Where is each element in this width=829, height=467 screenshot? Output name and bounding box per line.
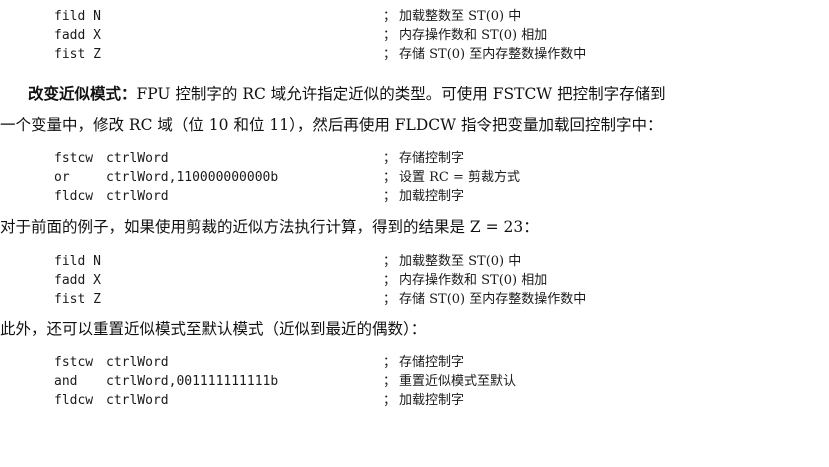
code-line: fldcw ctrlWord ；加载控制字 — [0, 391, 829, 410]
code-operand: ctrlWord — [106, 393, 169, 408]
code-instruction: fild N — [54, 254, 101, 269]
comment-text: 加载控制字 — [399, 393, 465, 408]
code-operand: ctrlWord,110000000000b — [106, 170, 279, 185]
code-comment: ；内存操作数和 ST(0) 相加 — [383, 26, 547, 45]
paragraph-text: FPU 控制字的 RC 域允许指定近似的类型。可使用 FSTCW 把控制字存储到 — [136, 85, 666, 103]
code-comment: ；加载控制字 — [383, 187, 464, 206]
comment-text: 存储 ST(0) 至内存整数操作数中 — [399, 292, 587, 307]
comment-marker: ； — [383, 254, 397, 269]
comment-marker: ； — [383, 47, 397, 62]
code-operand: ctrlWord,001111111111b — [106, 374, 279, 389]
code-comment: ；加载整数至 ST(0) 中 — [383, 252, 521, 271]
code-instruction: fild N — [54, 9, 101, 24]
code-instruction: and ctrlWord,001111111111b — [54, 372, 278, 391]
comment-marker: ； — [383, 9, 397, 24]
comment-marker: ； — [383, 374, 397, 389]
code-comment: ；存储控制字 — [383, 353, 464, 372]
comment-text: 存储控制字 — [399, 355, 465, 370]
code-line: fist Z ；存储 ST(0) 至内存整数操作数中 — [0, 45, 829, 64]
comment-marker: ； — [383, 273, 397, 288]
code-instruction: fist Z — [54, 47, 101, 62]
code-instruction: fldcw ctrlWord — [54, 187, 169, 206]
code-opcode: fldcw — [54, 189, 94, 204]
comment-marker: ； — [383, 393, 397, 408]
comment-text: 加载控制字 — [399, 189, 465, 204]
paragraph-continuation: 一个变量中，修改 RC 域（位 10 和位 11），然后再使用 FLDCW 指令… — [0, 116, 663, 134]
code-line: fild N ；加载整数至 ST(0) 中 — [0, 252, 829, 271]
code-line: fstcw ctrlWord ；存储控制字 — [0, 353, 829, 372]
comment-marker: ； — [383, 189, 397, 204]
comment-text: 加载整数至 ST(0) 中 — [399, 254, 522, 269]
code-comment: ；存储控制字 — [383, 149, 464, 168]
comment-marker: ； — [383, 170, 397, 185]
code-instruction: fadd X — [54, 273, 101, 288]
code-comment: ；设置 RC = 剪裁方式 — [383, 168, 520, 187]
comment-marker: ； — [383, 355, 397, 370]
paragraph-rounding-mode: 改变近似模式：FPU 控制字的 RC 域允许指定近似的类型。可使用 FSTCW … — [28, 79, 666, 109]
code-instruction: fadd X — [54, 28, 101, 43]
comment-marker: ； — [383, 28, 397, 43]
comment-marker: ； — [383, 151, 397, 166]
code-comment: ；加载整数至 ST(0) 中 — [383, 7, 521, 26]
code-opcode: fstcw — [54, 151, 94, 166]
code-instruction: fstcw ctrlWord — [54, 149, 169, 168]
code-operand: ctrlWord — [106, 189, 169, 204]
code-line: fist Z ；存储 ST(0) 至内存整数操作数中 — [0, 290, 829, 309]
code-line: fadd X ；内存操作数和 ST(0) 相加 — [0, 271, 829, 290]
code-line: fstcw ctrlWord ；存储控制字 — [0, 149, 829, 168]
code-comment: ；存储 ST(0) 至内存整数操作数中 — [383, 45, 586, 64]
paragraph-truncate-example: 对于前面的例子，如果使用剪裁的近似方法执行计算，得到的结果是 Z = 23： — [0, 218, 539, 236]
code-block-3: fild N ；加载整数至 ST(0) 中 fadd X ；内存操作数和 ST(… — [0, 252, 829, 309]
comment-text: 设置 RC = 剪裁方式 — [399, 170, 521, 185]
comment-text: 加载整数至 ST(0) 中 — [399, 9, 522, 24]
code-line: or ctrlWord,110000000000b ；设置 RC = 剪裁方式 — [0, 168, 829, 187]
code-instruction: fldcw ctrlWord — [54, 391, 169, 410]
comment-text: 内存操作数和 ST(0) 相加 — [399, 273, 548, 288]
code-line: and ctrlWord,001111111111b ；重置近似模式至默认 — [0, 372, 829, 391]
code-line: fldcw ctrlWord ；加载控制字 — [0, 187, 829, 206]
code-instruction: or ctrlWord,110000000000b — [54, 168, 278, 187]
code-opcode: or — [54, 170, 70, 185]
code-instruction: fist Z — [54, 292, 101, 307]
comment-text: 重置近似模式至默认 — [399, 374, 517, 389]
comment-text: 内存操作数和 ST(0) 相加 — [399, 28, 548, 43]
code-comment: ；加载控制字 — [383, 391, 464, 410]
paragraph-heading: 改变近似模式： — [28, 85, 137, 103]
comment-marker: ； — [383, 292, 397, 307]
code-block-1: fild N ；加载整数至 ST(0) 中 fadd X ；内存操作数和 ST(… — [0, 7, 829, 64]
code-comment: ；存储 ST(0) 至内存整数操作数中 — [383, 290, 586, 309]
comment-text: 存储 ST(0) 至内存整数操作数中 — [399, 47, 587, 62]
code-comment: ；重置近似模式至默认 — [383, 372, 516, 391]
code-comment: ；内存操作数和 ST(0) 相加 — [383, 271, 547, 290]
comment-text: 存储控制字 — [399, 151, 465, 166]
code-line: fadd X ；内存操作数和 ST(0) 相加 — [0, 26, 829, 45]
code-opcode: and — [54, 374, 78, 389]
code-line: fild N ；加载整数至 ST(0) 中 — [0, 7, 829, 26]
document-page: fild N ；加载整数至 ST(0) 中 fadd X ；内存操作数和 ST(… — [0, 7, 829, 410]
code-operand: ctrlWord — [106, 355, 169, 370]
code-instruction: fstcw ctrlWord — [54, 353, 169, 372]
paragraph-reset-mode: 此外，还可以重置近似模式至默认模式（近似到最近的偶数）： — [0, 320, 427, 338]
code-opcode: fstcw — [54, 355, 94, 370]
code-opcode: fldcw — [54, 393, 94, 408]
code-operand: ctrlWord — [106, 151, 169, 166]
